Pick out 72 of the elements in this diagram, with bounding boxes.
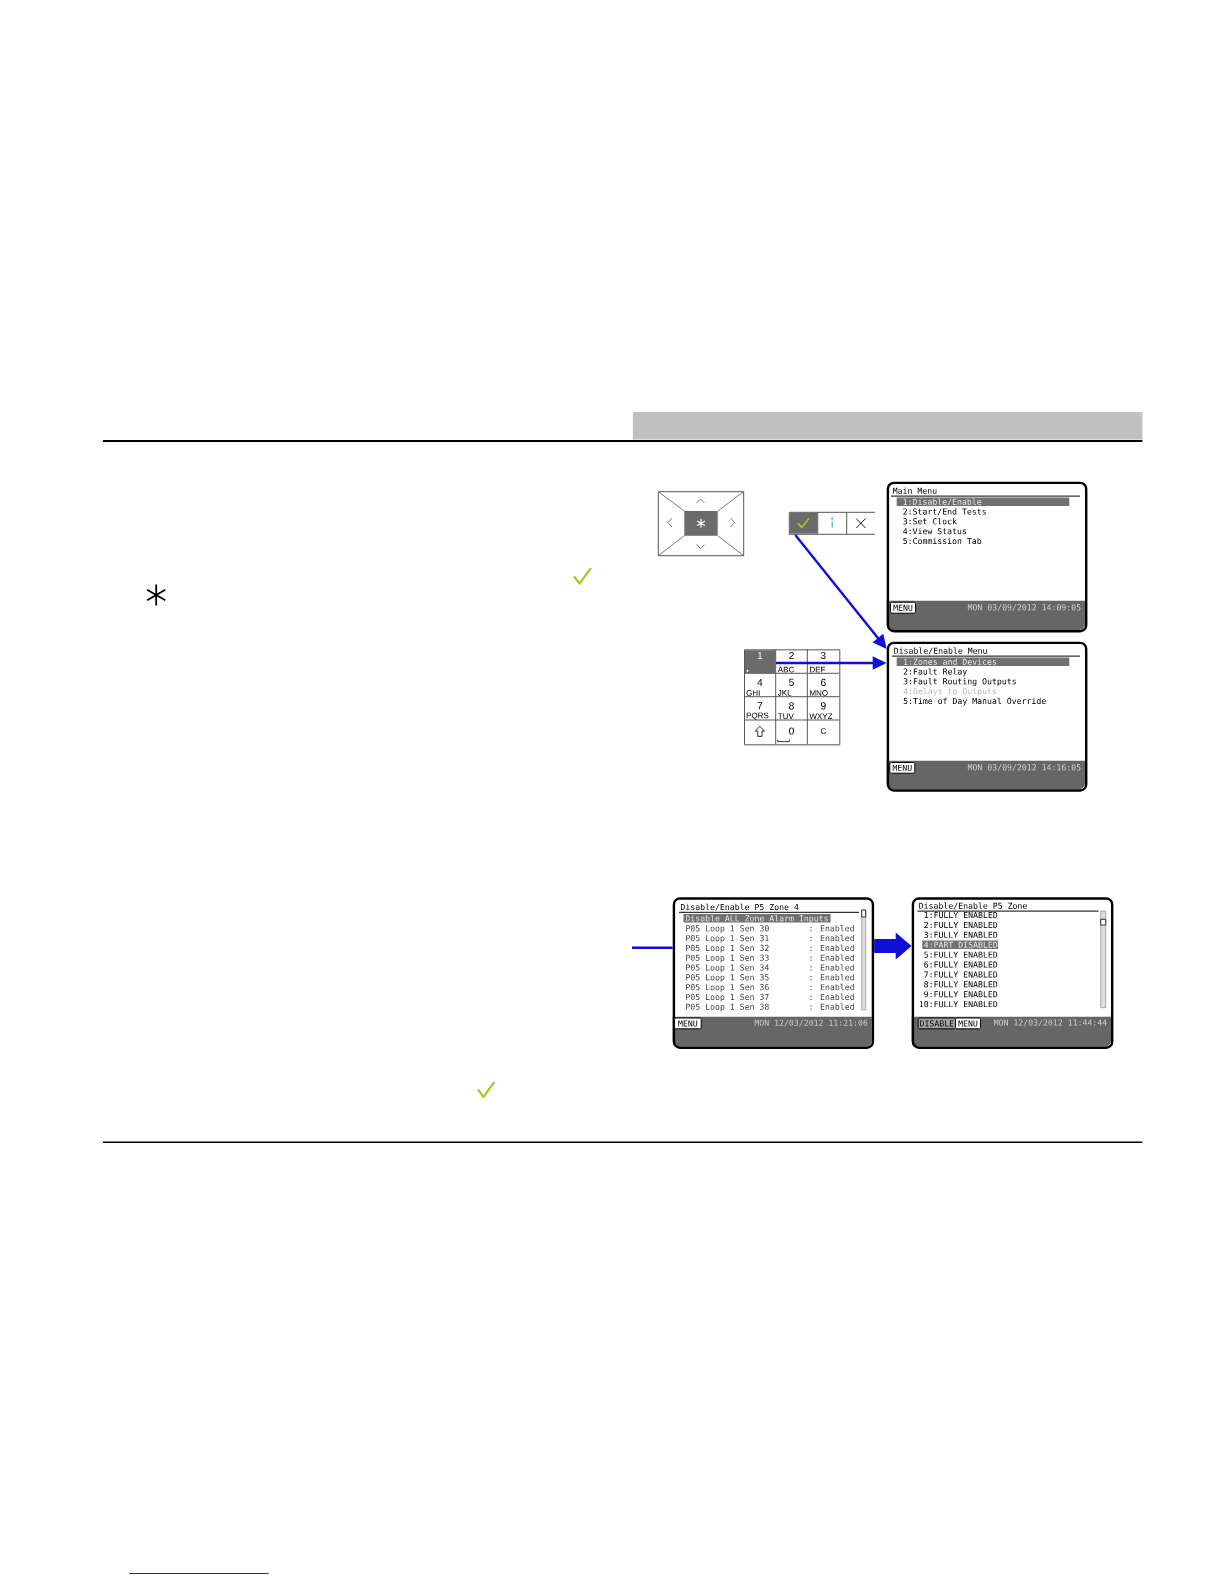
device-name: P05 Loop 1 Sen 35: [686, 974, 769, 982]
menu-item: 1:FULLY ENABLED: [924, 912, 998, 919]
digit-label: 6: [821, 678, 826, 686]
screen-title: Main Menu: [893, 487, 937, 494]
menu-item: 2:Fault Relay: [903, 668, 967, 677]
menu-tab: MENU: [674, 1017, 702, 1030]
device-name: P05 Loop 1 Sen 38: [686, 1003, 769, 1012]
device-status: : Enabled: [810, 993, 854, 1001]
menu-tab: MENU: [889, 762, 916, 774]
device-status: : Enabled: [810, 983, 854, 991]
menu-item: 5:FULLY ENABLED: [924, 951, 998, 958]
letter-label: WXYZ: [809, 713, 833, 719]
menu-item: 4:View Status: [903, 527, 967, 535]
letter-label: DEF: [810, 666, 826, 673]
screen-title: Disable/Enable P5 Zone: [919, 902, 1027, 910]
device-status: : Enabled: [810, 934, 854, 942]
menu-item: 6:FULLY ENABLED: [924, 961, 998, 968]
letter-label: ABC: [777, 666, 794, 673]
menu-tab: MENU: [955, 1017, 981, 1030]
device-name: P05 Loop 1 Sen 37: [686, 993, 769, 1002]
letter-label: GHI: [746, 690, 760, 696]
digit-label: 9: [820, 702, 826, 710]
device-status: : Enabled: [810, 964, 854, 971]
menu-item: 10:FULLY ENABLED: [919, 1001, 998, 1008]
menu-item: 5:Commission Tab: [903, 537, 982, 545]
digit-label: 2: [789, 651, 794, 660]
date-time-text: MON 03/09/2012 14:09:05: [967, 604, 1081, 612]
device-name: P05 Loop 1 Sen 33: [686, 954, 769, 963]
digit-label: 7: [757, 702, 763, 710]
letter-label: JKL: [777, 690, 792, 696]
menu-item: 3:FULLY ENABLED: [924, 931, 998, 938]
letter-label: PQRS: [746, 712, 769, 720]
date-time-text: MON 12/03/2012 11:44:44: [994, 1019, 1107, 1027]
digit-label: 8: [789, 702, 794, 710]
menu-item: 8:FULLY ENABLED: [924, 981, 998, 988]
keypad-key: 1: [744, 650, 776, 674]
menu-item: 5:Time of Day Manual Override: [903, 697, 1046, 706]
digit-label: 5: [789, 678, 794, 686]
device-status: : Enabled: [810, 925, 854, 932]
device-status: : Enabled: [810, 954, 854, 961]
letter-label: TUV: [778, 713, 794, 719]
device-status: : Enabled: [810, 944, 854, 952]
device-name: P05 Loop 1 Sen 32: [686, 944, 769, 953]
menu-item: 9:FULLY ENABLED: [924, 991, 998, 998]
leader-line: [632, 946, 673, 949]
menu-item: 3:Fault Routing Outputs: [903, 678, 1016, 687]
date-time-text: MON 12/03/2012 11:21:06: [754, 1019, 868, 1027]
screen-title: Disable/Enable P5 Zone 4: [680, 903, 799, 911]
menu-tab: DISABLE: [917, 1017, 956, 1030]
disabled-menu-item: 4:Delays to Outputs: [903, 687, 997, 696]
letter-label: C: [820, 728, 826, 734]
highlighted-menu-item: 1:Disable/Enable: [896, 497, 1070, 506]
device-status: : Enabled: [810, 1003, 854, 1010]
letter-label: MNO: [810, 690, 828, 696]
highlighted-menu-item: Disable ALL Zone Alarm Inputs: [683, 914, 831, 923]
menu-item: 2:Start/End Tests: [903, 508, 986, 516]
screen-title: Disable/Enable Menu: [894, 647, 987, 655]
highlighted-menu-item: 4:PART DISABLED: [922, 940, 998, 949]
date-time-text: MON 03/09/2012 14:16:05: [967, 764, 1081, 772]
digit-label: 4: [757, 678, 763, 686]
menu-tab: MENU: [890, 601, 916, 614]
device-status: : Enabled: [810, 974, 854, 981]
device-name: P05 Loop 1 Sen 30: [686, 925, 769, 933]
device-name: P05 Loop 1 Sen 34: [686, 964, 769, 973]
menu-item: 3:Set Clock: [903, 518, 957, 525]
digit-label: 0: [789, 727, 794, 735]
device-name: P05 Loop 1 Sen 36: [686, 984, 769, 992]
digit-label: 3: [820, 651, 826, 660]
menu-item: 2:FULLY ENABLED: [924, 921, 998, 929]
menu-item: 7:FULLY ENABLED: [924, 971, 998, 978]
device-name: P05 Loop 1 Sen 31: [686, 935, 769, 943]
highlighted-menu-item: 1:Zones and Devices: [896, 657, 1070, 666]
